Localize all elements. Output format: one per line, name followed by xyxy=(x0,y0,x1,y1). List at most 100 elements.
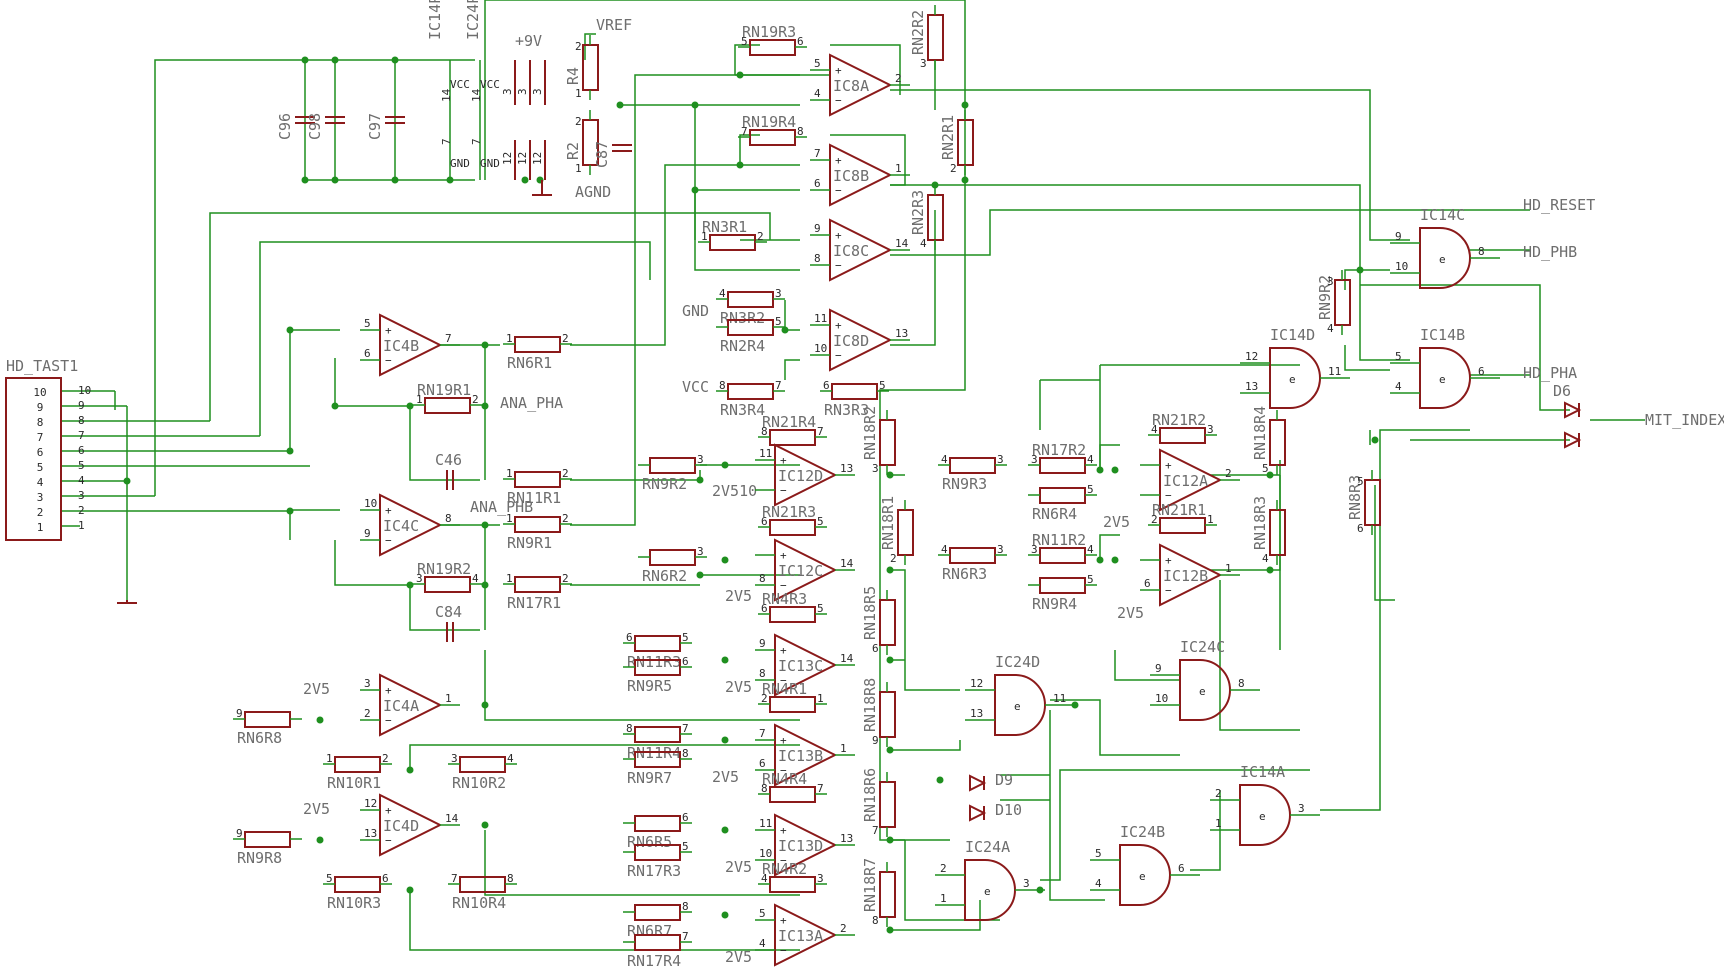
gate-name: IC14A xyxy=(1240,763,1285,781)
net-2v5: 2V5 xyxy=(725,587,752,605)
opamp-name: IC13D xyxy=(778,837,823,855)
resistor-name: RN18R4 xyxy=(1251,406,1269,460)
opamp-name: IC4A xyxy=(383,697,419,715)
connector-pin-number: 8 xyxy=(78,414,85,427)
connector-pin-number: 4 xyxy=(37,476,44,489)
gnd-label: GND xyxy=(480,157,500,170)
pin-number: 1 xyxy=(840,742,847,755)
net-2v5: 2V5 xyxy=(725,858,752,876)
net-2v5: 2V5 xyxy=(725,948,752,966)
pin-number: 1 xyxy=(416,393,423,406)
resistor-name: RN9R5 xyxy=(627,677,672,695)
connector-pin-number: 10 xyxy=(33,386,46,399)
pin-number: 7 xyxy=(759,727,766,740)
pin-number: 8 xyxy=(797,125,804,138)
pin-number: 8 xyxy=(814,252,821,265)
resistor-name: RN18R1 xyxy=(879,496,897,550)
ground-symbol xyxy=(117,180,552,604)
opamp-minus-sign: − xyxy=(385,834,392,847)
pin-number: 7 xyxy=(817,425,824,438)
connector-pin-number: 6 xyxy=(78,444,85,457)
resistor-name: RN6R1 xyxy=(507,354,552,372)
gate-name: IC14D xyxy=(1270,326,1315,344)
opamp-plus-sign: + xyxy=(835,64,842,77)
pin-number: 8 xyxy=(872,914,879,927)
net-hd-reset: HD_RESET xyxy=(1523,196,1595,214)
opamp-minus-sign: − xyxy=(780,854,787,867)
pin-number: 8 xyxy=(759,667,766,680)
connector-pin-number: 6 xyxy=(37,446,44,459)
diode-name: D9 xyxy=(995,771,1013,789)
pin-number: 2 xyxy=(840,922,847,935)
resistor-name: RN21R4 xyxy=(762,413,816,431)
pin-number: 7 xyxy=(682,722,689,735)
pin-number: 8 xyxy=(445,512,452,525)
connector-pin-number: 4 xyxy=(78,474,85,487)
vertical-resistor-group: R421R221RN2R23RN2R12RN2R34RN18R23RN18R12… xyxy=(564,5,1381,927)
resistor-name: RN19R1 xyxy=(417,381,471,399)
opamp-minus-sign: − xyxy=(780,674,787,687)
pin-number: 1 xyxy=(1225,562,1232,575)
net-2v5: 2V5 xyxy=(725,678,752,696)
resistor-name: RN10R4 xyxy=(452,894,506,912)
net-mit-index: MIT_INDEX xyxy=(1645,411,1724,429)
pin-number: 3 xyxy=(697,453,704,466)
opamp-name: IC12C xyxy=(778,562,823,580)
resistor-name: RN19R3 xyxy=(742,23,796,41)
pin-number: 2 xyxy=(562,572,569,585)
pin-number: 7 xyxy=(682,930,689,943)
pin-number: 12 xyxy=(501,152,514,165)
pin-number: 11 xyxy=(814,312,827,325)
resistor-name: RN2R3 xyxy=(909,190,927,235)
pin-number: 12 xyxy=(516,152,529,165)
pin-number: 3 xyxy=(872,462,879,475)
pin-number: 3 xyxy=(416,572,423,585)
pin-number: 3 xyxy=(451,752,458,765)
pin-number: 14 xyxy=(895,237,909,250)
opamp-plus-sign: + xyxy=(385,324,392,337)
pin-number: 3 xyxy=(997,453,1004,466)
opamp-plus-sign: + xyxy=(1165,459,1172,472)
pin-number: 2 xyxy=(575,40,582,53)
pin-number: 2 xyxy=(562,467,569,480)
pin-number: 3 xyxy=(1031,453,1038,466)
pin-number: 8 xyxy=(759,572,766,585)
pin-number: 1 xyxy=(575,87,582,100)
resistor-name: RN17R3 xyxy=(627,862,681,880)
gate-symbol: e xyxy=(984,885,991,898)
pin-number: 3 xyxy=(920,57,927,70)
pin-number: 1 xyxy=(506,572,513,585)
connector-pin-number: 10 xyxy=(78,384,91,397)
resistor-name: RN6R8 xyxy=(237,729,282,747)
opamp-name: IC13C xyxy=(778,657,823,675)
net-ana-pha: ANA_PHA xyxy=(500,394,563,412)
pin-number: 1 xyxy=(1207,513,1214,526)
pin-number: 7 xyxy=(741,125,748,138)
capacitor-name: C87 xyxy=(593,141,611,168)
resistor-name: RN9R3 xyxy=(942,475,987,493)
pin-number: 4 xyxy=(1087,543,1094,556)
net-agnd: AGND xyxy=(575,183,611,201)
connector-pin-number: 8 xyxy=(37,416,44,429)
pin-number: 8 xyxy=(1478,245,1485,258)
